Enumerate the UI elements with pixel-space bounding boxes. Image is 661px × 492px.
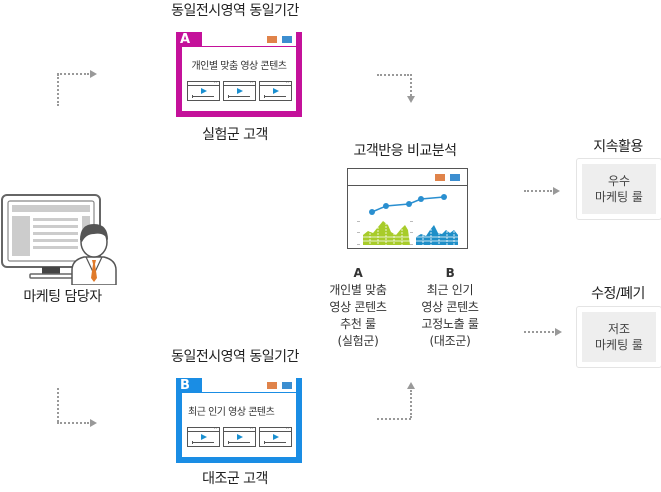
video-thumbnail: ··: [223, 81, 256, 101]
analysis-title: 고객반응 비교분석: [353, 143, 458, 159]
group-a-caption: 실험군 고객: [202, 127, 268, 143]
group-b-window: B 최근 인기 영상 콘텐츠 ·· ·· ··: [176, 378, 302, 463]
keep-title: 지속활용: [593, 139, 643, 155]
comparison-chart-icon: [357, 194, 458, 245]
monitor-person-icon: [1, 194, 117, 285]
group-b-content-text: 최근 인기 영상 콘텐츠: [188, 407, 275, 418]
revise-title: 수정/폐기: [591, 286, 645, 302]
play-icon: [201, 434, 207, 440]
legend-b-line: 영상 콘텐츠: [421, 300, 479, 314]
manager-label: 마케팅 담당자: [23, 289, 102, 305]
legend-a-line: 영상 콘텐츠: [329, 300, 387, 314]
group-a-content-text: 개인별 맞춤 영상 콘텐츠: [191, 61, 287, 72]
legend-b-line: (대조군): [429, 334, 471, 348]
video-thumbnail: ··: [187, 427, 220, 447]
legend-b: B 최근 인기 영상 콘텐츠 고정노출 룰 (대조군): [408, 265, 492, 350]
legend-a-line: (실험군): [337, 334, 379, 348]
orange-square-icon: [435, 174, 445, 181]
group-a-tab: A: [180, 32, 191, 47]
legend-b-line: 고정노출 룰: [421, 317, 479, 331]
play-icon: [273, 88, 279, 94]
marketing-manager: 마케팅 담당자: [0, 190, 125, 305]
group-b-content: 최근 인기 영상 콘텐츠 ·· ·· ··: [182, 393, 296, 457]
play-icon: [273, 434, 279, 440]
legend-b-line: 최근 인기: [426, 283, 474, 297]
legend-a-letter: A: [353, 266, 363, 280]
group-b-header: 동일전시영역 동일기간: [171, 349, 299, 365]
legend-a-line: 추천 룰: [340, 317, 376, 331]
revise-line: 마케팅 룰: [595, 338, 643, 352]
legend-a-line: 개인별 맞춤: [329, 283, 387, 297]
play-icon: [201, 88, 207, 94]
keep-line: 마케팅 룰: [595, 190, 643, 204]
group-a-header: 동일전시영역 동일기간: [171, 3, 299, 19]
video-thumbnail: ··: [223, 427, 256, 447]
blue-square-icon: [282, 382, 292, 389]
group-b-caption: 대조군 고객: [202, 471, 268, 487]
analysis-chart-window: [347, 168, 468, 249]
group-a-window: A 개인별 맞춤 영상 콘텐츠 ·· ·· ··: [176, 32, 302, 117]
legend-b-letter: B: [445, 266, 455, 280]
video-thumbnail: ··: [259, 427, 292, 447]
keep-box: 우수 마케팅 룰: [576, 158, 661, 220]
play-icon: [237, 434, 243, 440]
blue-square-icon: [282, 36, 292, 43]
video-thumbnail: ··: [259, 81, 292, 101]
orange-square-icon: [267, 36, 277, 43]
revise-box: 저조 마케팅 룰: [576, 306, 661, 368]
revise-line: 저조: [607, 322, 631, 336]
legend-a: A 개인별 맞춤 영상 콘텐츠 추천 룰 (실험군): [318, 265, 398, 350]
blue-square-icon: [450, 174, 460, 181]
group-a-content: 개인별 맞춤 영상 콘텐츠 ·· ·· ··: [182, 47, 296, 111]
play-icon: [237, 88, 243, 94]
orange-square-icon: [267, 382, 277, 389]
group-b-tab: B: [180, 378, 190, 393]
video-thumbnail: ··: [187, 81, 220, 101]
keep-line: 우수: [607, 174, 631, 188]
